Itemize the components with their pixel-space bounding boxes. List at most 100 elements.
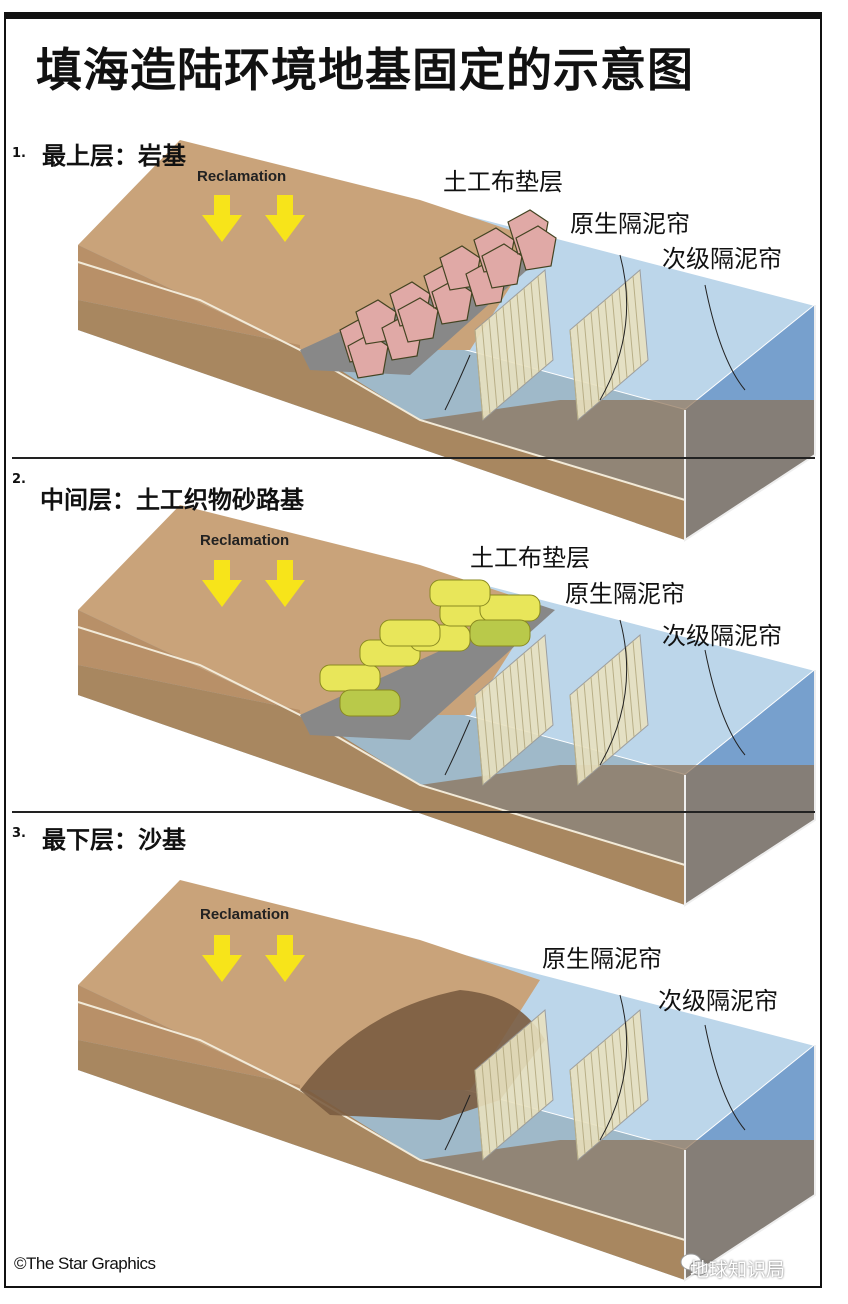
curtain-stripe: [597, 305, 607, 397]
curtain-stripe: [537, 640, 547, 732]
seabed-front: [78, 665, 685, 905]
seabed-floor: [420, 765, 815, 905]
down-arrow-icon: [265, 935, 305, 982]
curtain-stripe: [530, 281, 540, 373]
curtain-stripe: [523, 287, 533, 379]
block-outline: [684, 305, 816, 542]
panel-2-number: 2.: [12, 472, 26, 487]
curtain-stripe: [569, 329, 579, 421]
anchor-line: [444, 354, 471, 411]
curtain-stripe: [474, 1069, 484, 1161]
panel-3-label-primary-curtain: 原生隔泥帘: [542, 945, 662, 973]
curtain-stripe: [604, 299, 614, 391]
curtain-stripe: [618, 1027, 628, 1119]
curtain-stripe: [537, 275, 547, 367]
panel-1-reclamation-label: Reclamation: [197, 168, 287, 185]
curtain-stripe: [495, 311, 505, 403]
curtain-stripe: [569, 694, 579, 786]
sand-bag: [379, 619, 441, 647]
curtain-stripe: [597, 1045, 607, 1137]
curtain-stripe: [618, 652, 628, 744]
curtain-stripe: [625, 281, 635, 373]
panel-1-heading: 最上层：岩基: [42, 142, 186, 170]
panel-1-label-geotextile: 土工布垫层: [443, 168, 563, 196]
sand-bag: [339, 689, 401, 717]
curtain-stripe: [481, 323, 491, 415]
sand-bag: [319, 664, 381, 692]
watermark: 地球知识局: [690, 1259, 786, 1281]
panel-separator: [12, 457, 815, 459]
seabed-front: [78, 1040, 685, 1280]
curtain-stripe: [583, 1057, 593, 1149]
down-arrow-icon: [265, 195, 305, 242]
wechat-icon: [680, 1253, 709, 1276]
panel-2-label-geotextile: 土工布垫层: [470, 544, 590, 572]
curtain-stripe: [516, 1033, 526, 1125]
curtain-stripe: [625, 1021, 635, 1113]
block-outline: [684, 1045, 816, 1282]
anchor-line: [599, 619, 628, 766]
rock-block: [397, 297, 439, 343]
curtain-stripe: [583, 682, 593, 774]
anchor-line: [444, 719, 471, 776]
anchor-line: [444, 1094, 471, 1151]
curtain-stripe: [611, 658, 621, 750]
panel-separator: [12, 811, 815, 813]
down-arrow-icon: [202, 935, 242, 982]
curtain-stripe: [597, 670, 607, 762]
anchor-line: [704, 649, 746, 756]
curtain-stripe: [516, 293, 526, 385]
curtain-stripe: [488, 317, 498, 409]
curtain-stripe: [590, 1051, 600, 1143]
sand-bag: [469, 619, 531, 647]
panel-1-label-secondary-curtain: 次级隔泥帘: [662, 245, 782, 273]
curtain-stripe: [495, 676, 505, 768]
down-arrow-icon: [265, 560, 305, 607]
curtain-stripe: [590, 676, 600, 768]
curtain-stripe: [523, 1027, 533, 1119]
curtain-stripe: [537, 1015, 547, 1107]
curtain-stripe: [576, 323, 586, 415]
curtain-stripe: [632, 275, 642, 367]
curtain-stripe: [576, 688, 586, 780]
seabed-front: [78, 300, 685, 540]
curtain-stripe: [576, 1063, 586, 1155]
curtain-stripe: [632, 1015, 642, 1107]
curtain-stripe: [502, 1045, 512, 1137]
curtain-stripe: [569, 1069, 579, 1161]
rock-block: [481, 243, 523, 289]
curtain-stripe: [481, 1063, 491, 1155]
curtain-stripe: [611, 1033, 621, 1125]
curtain-stripe: [502, 305, 512, 397]
page-title: 填海造陆环境地基固定的示意图: [36, 43, 694, 97]
curtain-stripe: [590, 311, 600, 403]
frame: [4, 12, 822, 1288]
curtain-stripe: [474, 694, 484, 786]
anchor-line: [599, 254, 628, 401]
curtain-stripe: [611, 293, 621, 385]
rock-block: [515, 225, 557, 271]
curtain-stripe: [530, 646, 540, 738]
curtain-stripe: [509, 664, 519, 756]
curtain-stripe: [625, 646, 635, 738]
credit: ©The Star Graphics: [14, 1254, 156, 1273]
curtain-stripe: [502, 670, 512, 762]
block-outline: [684, 670, 816, 907]
curtain-stripe: [530, 1021, 540, 1113]
curtain-stripe: [583, 317, 593, 409]
curtain-stripe: [488, 682, 498, 774]
curtain-stripe: [474, 329, 484, 421]
seabed-floor: [420, 1140, 815, 1280]
panel-3-label-secondary-curtain: 次级隔泥帘: [658, 987, 778, 1015]
down-arrow-icon: [202, 560, 242, 607]
curtain-stripe: [509, 299, 519, 391]
down-arrow-icon: [202, 195, 242, 242]
curtain-stripe: [618, 287, 628, 379]
curtain-stripe: [604, 664, 614, 756]
anchor-line: [704, 284, 746, 391]
panel-3-number: 3.: [12, 826, 26, 841]
panel-1-number: 1.: [12, 146, 26, 161]
panel-2-label-primary-curtain: 原生隔泥帘: [565, 580, 685, 608]
curtain-stripe: [632, 640, 642, 732]
